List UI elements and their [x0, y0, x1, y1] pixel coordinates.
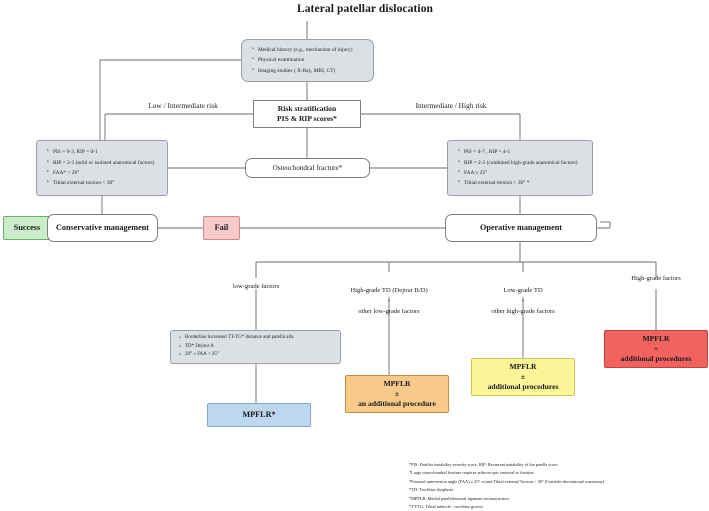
list-item: FAA* < 20°	[47, 168, 163, 178]
list-item: RIP = 2-3 (combined high-grade anatomica…	[458, 158, 588, 168]
mpflr-only-box: MPFLR*	[207, 403, 311, 427]
operative-management-label: Operative management	[479, 222, 563, 232]
risk-stratification-line2: PIS & RIP scores*	[277, 114, 337, 123]
footnotes: *PIS: Patellar instability severity scor…	[409, 461, 704, 511]
list-item: Medical history (e.g., mechanism of inju…	[252, 45, 369, 55]
operative-management-box: Operative management	[445, 214, 597, 242]
branch-label-line2: +	[521, 297, 525, 305]
mpflr-line1: MPFLR	[509, 361, 537, 371]
list-item: TD* Dejour A	[179, 343, 336, 352]
mpflr-line2: ±	[520, 371, 526, 381]
branch-label-high-grade-factors: High-grade factors	[631, 275, 681, 282]
footnote: *Large osteochondral fracture requires a…	[409, 470, 534, 476]
conservative-management-box: Conservative management	[47, 214, 158, 242]
mpflr-line3: additional procedures	[620, 354, 692, 364]
mpflr-line1: MPFLR	[642, 333, 670, 343]
list-item: PIS = 0-3, RIP = 0-1	[47, 147, 163, 157]
mpflr-plusminus-procedures-box: MPFLR ± additional procedures	[471, 358, 575, 396]
branch-label-line3: other high-grade factors	[491, 308, 555, 316]
list-item: Tibial external torsion < 30°	[47, 178, 163, 188]
fail-label: Fail	[214, 222, 229, 232]
mpflr-only-label: MPFLR*	[242, 409, 276, 419]
low-risk-criteria-box: PIS = 0-3, RIP = 0-1 RIP = 2-3 (mild or …	[36, 140, 168, 196]
conservative-management-label: Conservative management	[55, 222, 149, 232]
branch-label-low-grade-td: Low-grade TD + other high-grade factors	[463, 286, 583, 318]
branch-label-line1: High-grade TD (Dejour B/D)	[350, 287, 428, 294]
list-item: Tibial external torsion > 30° *	[458, 178, 588, 188]
branch-label-line1: Low-grade TD	[503, 287, 543, 294]
mpflr-plus-one-procedure-box: MPFLR ± an additional procedure	[345, 375, 449, 413]
osteochondral-fracture-box: Osteochondral fracture*	[245, 158, 370, 178]
mpflr-line3: an additional procedure	[358, 399, 436, 409]
mpflr-line2: +	[653, 343, 659, 353]
footnote: *PIS: Patellar instability severity scor…	[409, 462, 558, 467]
mpflr-line3: additional procedures	[487, 382, 559, 392]
footnote: *Femoral anteversion angle (FAA) ≥ 25° o…	[409, 478, 605, 484]
footnote: *TD: Trochlear dysplasia	[409, 487, 454, 493]
branch-label-line3: other low-grade factors	[358, 308, 420, 316]
list-item: 20° ≤ FAA < 25°	[179, 351, 336, 360]
workup-box: Medical history (e.g., mechanism of inju…	[241, 39, 374, 82]
osteochondral-fracture-label: Osteochondral fracture*	[272, 164, 343, 172]
fail-box: Fail	[203, 216, 240, 240]
high-risk-criteria-box: PIS = 4-7 , RIP = 4-5 RIP = 2-3 (combine…	[447, 140, 593, 196]
edge-label-low-intermediate-risk: Low / Intermediate risk	[148, 101, 218, 110]
footnote: *TT-TG: Tibial tubercle - trochlear groo…	[409, 503, 484, 509]
high-risk-criteria-list: PIS = 4-7 , RIP = 4-5 RIP = 2-3 (combine…	[448, 147, 592, 188]
list-item: Imaging studies ( X-Ray, MRI, CT)	[252, 66, 369, 76]
branch-label-line2: +	[387, 297, 391, 305]
borderline-criteria-box: Borderline increased TT-TG* distance and…	[170, 330, 341, 364]
low-risk-criteria-list: PIS = 0-3, RIP = 0-1 RIP = 2-3 (mild or …	[37, 147, 167, 188]
footnote: *MPFLR: Medial patellofemoral ligament r…	[409, 495, 509, 501]
mpflr-line2: ±	[394, 388, 400, 398]
page-title: Lateral patellar dislocation	[296, 3, 434, 15]
success-box: Success	[3, 216, 51, 240]
list-item: RIP = 2-3 (mild or isolated anatomical f…	[47, 158, 163, 168]
mpflr-line1: MPFLR	[383, 378, 411, 388]
branch-label-high-grade-td: High-grade TD (Dejour B/D) + other low-g…	[329, 286, 449, 318]
risk-stratification-box: Risk stratification PIS & RIP scores*	[253, 100, 361, 128]
success-label: Success	[13, 222, 41, 232]
list-item: FAA ≥ 25°	[458, 168, 588, 178]
list-item: Physical examination	[252, 55, 369, 65]
workup-list: Medical history (e.g., mechanism of inju…	[242, 45, 373, 76]
list-item: Borderline increased TT-TG* distance and…	[179, 334, 336, 343]
branch-label-low-grade-factors: low-grade factors	[232, 283, 280, 290]
edge-label-intermediate-high-risk: Intermediate / High risk	[415, 101, 487, 110]
risk-stratification-line1: Risk stratification	[277, 103, 337, 113]
mpflr-plus-procedures-box: MPFLR + additional procedures	[604, 330, 708, 368]
list-item: PIS = 4-7 , RIP = 4-5	[458, 147, 588, 157]
borderline-criteria-list: Borderline increased TT-TG* distance and…	[171, 334, 340, 361]
